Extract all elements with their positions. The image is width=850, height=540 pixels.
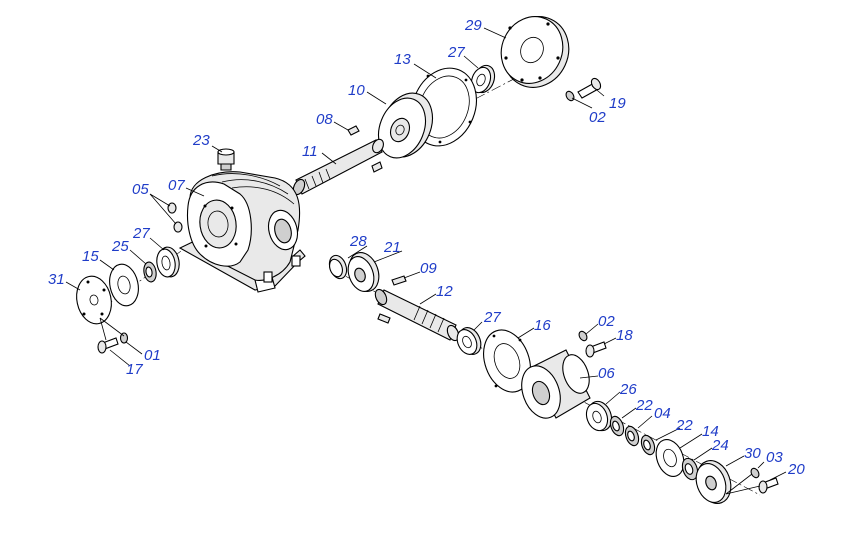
label-06: 06	[598, 365, 615, 382]
part-27-bearing-left	[156, 246, 180, 278]
label-27-left: 27	[132, 225, 150, 242]
label-04: 04	[654, 405, 671, 422]
part-19-bolt	[577, 77, 602, 99]
part-20-bolt	[758, 477, 779, 494]
part-06-bearing-housing	[521, 349, 591, 419]
part-22-ring-b	[640, 434, 656, 456]
label-14: 14	[702, 423, 719, 440]
part-11-shaft	[292, 138, 384, 196]
label-13: 13	[394, 51, 411, 68]
label-15: 15	[82, 248, 99, 265]
part-23-plug	[217, 148, 235, 171]
label-19: 19	[609, 95, 626, 112]
label-26: 26	[619, 381, 637, 398]
label-18: 18	[616, 327, 633, 344]
label-22-b: 22	[675, 417, 693, 434]
label-10: 10	[348, 82, 365, 99]
part-08-key	[347, 125, 360, 136]
part-17-bolt	[97, 337, 119, 354]
label-02-top: 02	[589, 109, 606, 126]
label-01: 01	[144, 347, 161, 364]
part-28-bearing	[328, 254, 348, 280]
label-08: 08	[316, 111, 333, 128]
part-10-cover	[377, 92, 434, 159]
label-29: 29	[464, 17, 482, 34]
part-27-bearing-mid	[456, 327, 482, 355]
part-27-bearing-top	[470, 64, 496, 94]
part-31-flange-cover	[76, 275, 112, 325]
label-09: 09	[420, 260, 437, 277]
label-27-top: 27	[447, 44, 465, 61]
label-22-a: 22	[635, 397, 653, 414]
part-14-gasket	[655, 439, 685, 477]
part-12-shaft	[374, 288, 460, 342]
part-18-bolt	[585, 341, 607, 358]
part-03-washer	[750, 467, 760, 479]
label-27-mid: 27	[483, 309, 501, 326]
label-12: 12	[436, 283, 453, 300]
label-28: 28	[349, 233, 367, 250]
label-05: 05	[132, 181, 149, 198]
part-04-ring	[624, 425, 640, 447]
part-16-gasket	[483, 329, 531, 393]
label-07: 07	[168, 177, 185, 194]
label-02-mid: 02	[598, 313, 615, 330]
part-24-seal	[681, 457, 699, 481]
label-24: 24	[711, 437, 729, 454]
part-09-key	[377, 275, 407, 324]
part-26-bearing	[585, 400, 613, 432]
label-16: 16	[534, 317, 551, 334]
part-labels: 29 13 27 10 19 02 08 23 11 05 07 27 25 1…	[48, 17, 805, 478]
label-30: 30	[744, 445, 761, 462]
label-03: 03	[766, 449, 783, 466]
label-23: 23	[192, 132, 210, 149]
part-22-ring-a	[609, 415, 625, 437]
label-11: 11	[302, 143, 318, 160]
part-07-housing	[178, 171, 306, 293]
label-21: 21	[383, 239, 401, 256]
part-21-collar	[347, 252, 380, 292]
part-29-end-cover	[500, 16, 570, 88]
label-20: 20	[787, 461, 805, 478]
part-05-plugs	[167, 202, 183, 233]
label-25: 25	[111, 238, 129, 255]
label-17: 17	[126, 361, 143, 378]
part-02-washer-mid	[578, 330, 588, 342]
leader-lines	[65, 27, 787, 495]
part-15-gasket	[109, 263, 139, 307]
part-30-end-cap	[695, 460, 732, 504]
part-01-washer	[119, 332, 129, 344]
label-31: 31	[48, 271, 65, 288]
part-02-washer-top	[565, 90, 575, 102]
part-25-seal	[143, 261, 157, 283]
